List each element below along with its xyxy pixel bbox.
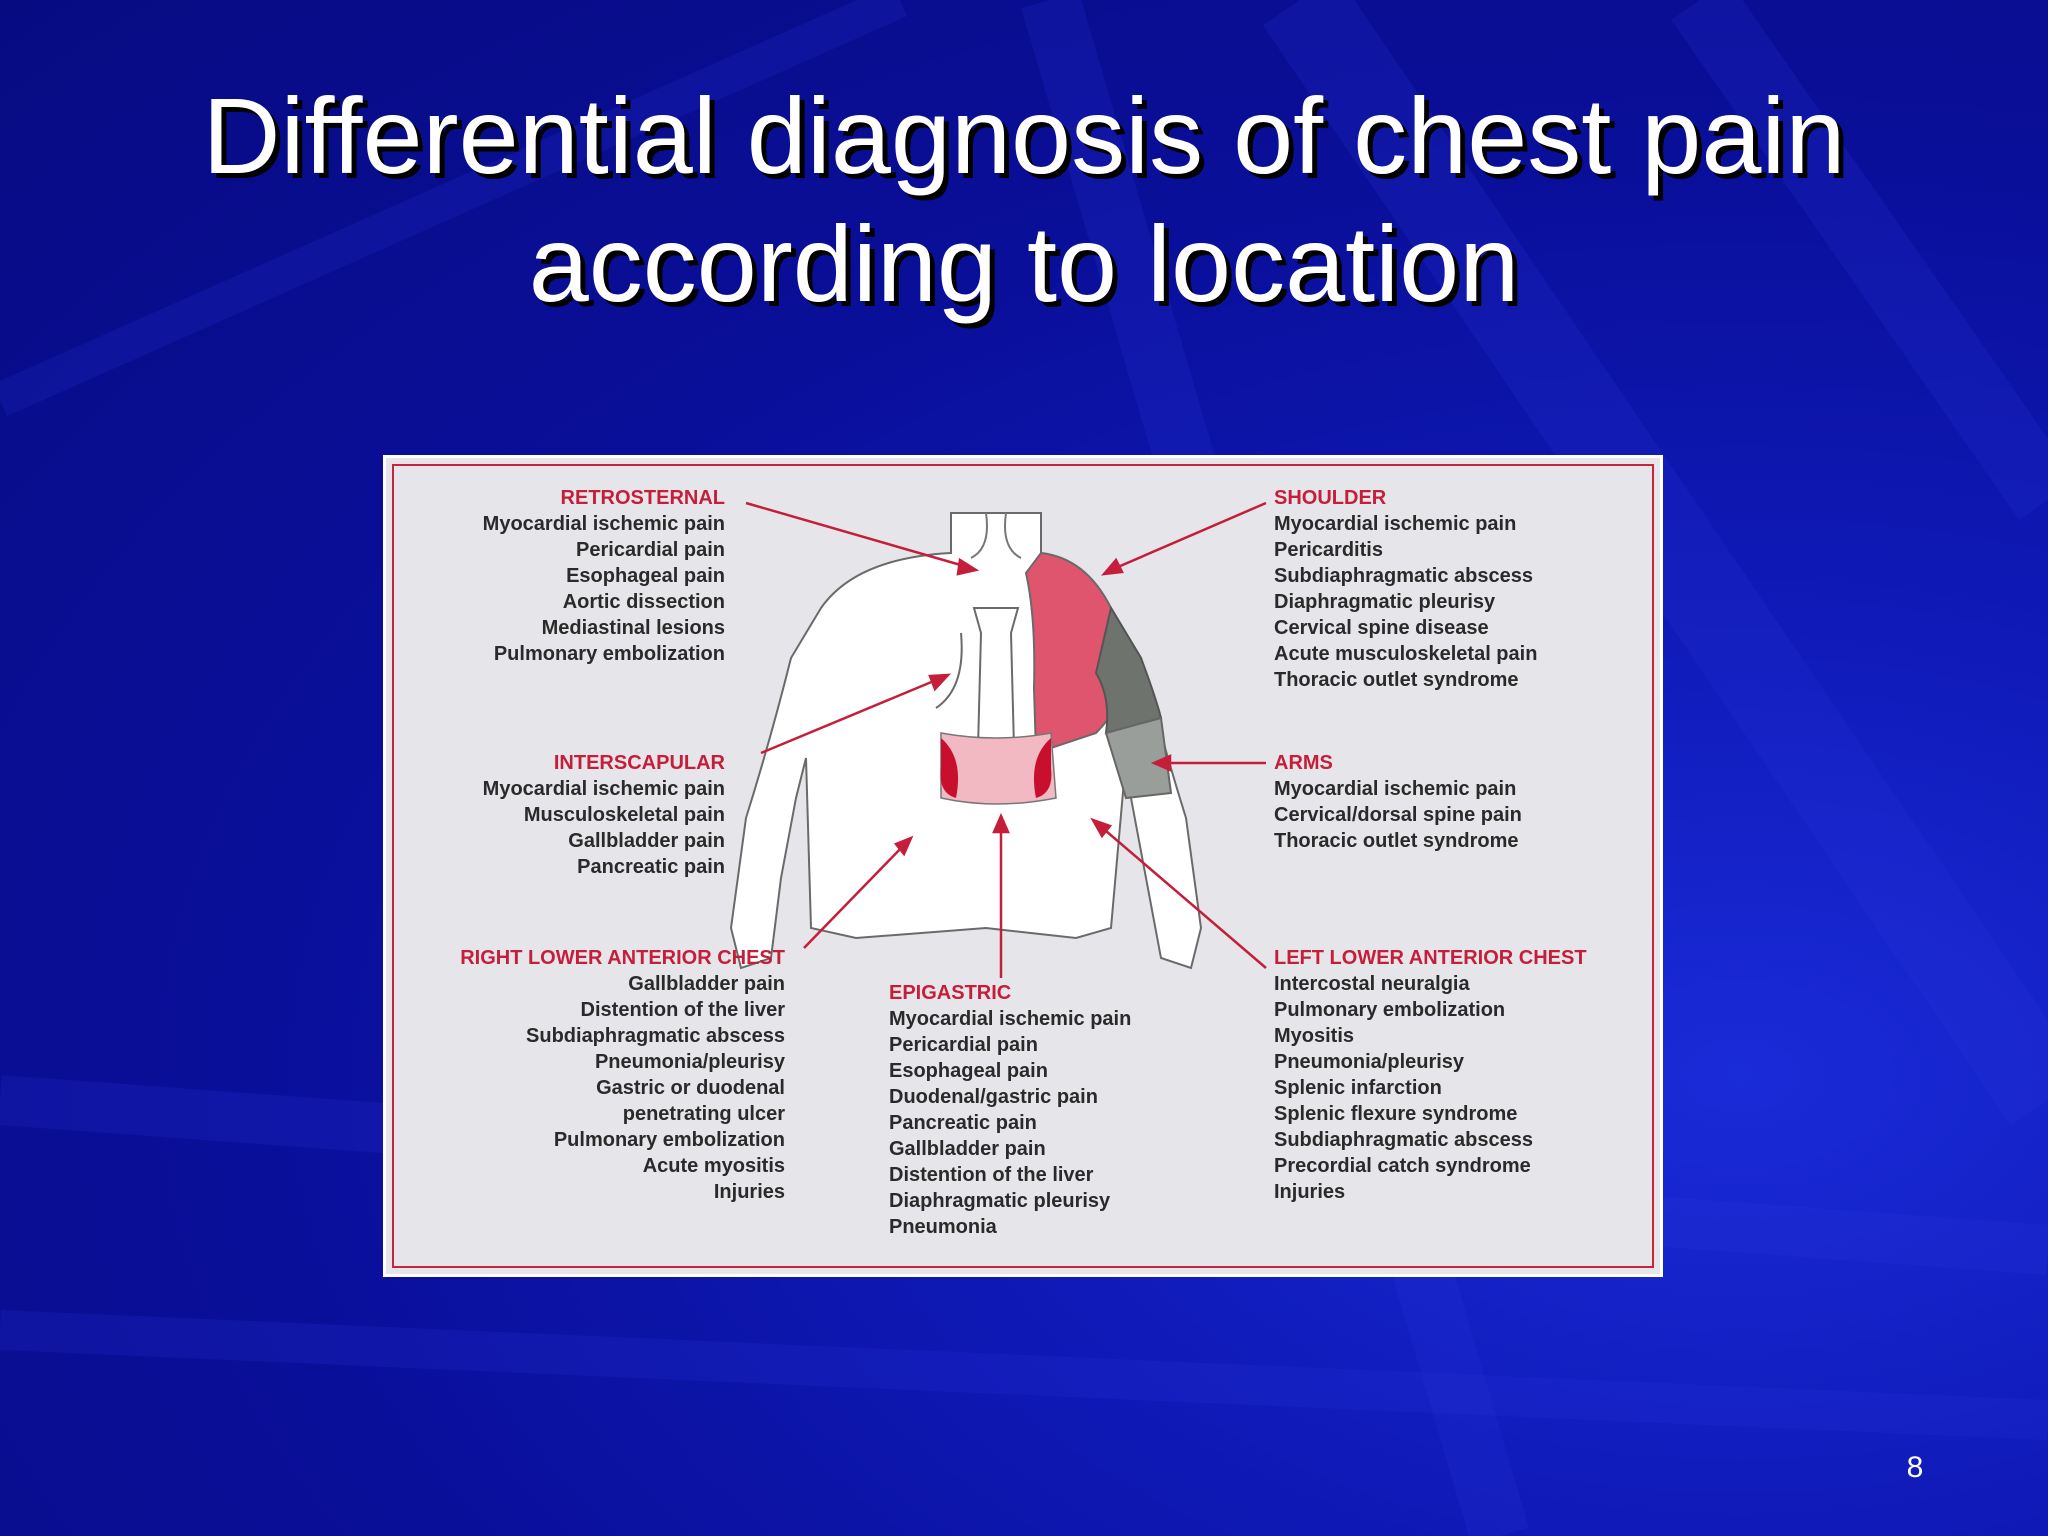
list-item: Pericarditis [1274, 539, 1383, 561]
epigastric-list: Myocardial ischemic pain Pericardial pai… [889, 1006, 1131, 1240]
list-item: Distention of the liver [889, 1164, 1094, 1186]
list-item: Pneumonia/pleurisy [594, 1051, 785, 1073]
slide-title: Differential diagnosis of chest pain acc… [0, 72, 2048, 328]
arm-lower-region [1104, 716, 1173, 800]
neck-lines [970, 512, 1022, 559]
interscapular-list: Myocardial ischemic pain Musculoskeletal… [483, 776, 725, 880]
list-item: Pneumonia/pleurisy [1274, 1051, 1465, 1073]
arrow-interscapular [760, 676, 942, 755]
list-item: Diaphragmatic pleurisy [1274, 591, 1496, 613]
list-item: Esophageal pain [566, 565, 725, 587]
list-item: Myocardial ischemic pain [889, 1008, 1132, 1030]
epigastric-left-mark [940, 738, 959, 798]
shoulder-group: SHOULDER Myocardial ischemic pain Perica… [1274, 485, 1537, 693]
list-item: Pancreatic pain [577, 856, 725, 878]
interscapular-group: INTERSCAPULAR Myocardial ischemic pain M… [483, 750, 725, 880]
arrow-right-lower [803, 842, 907, 949]
list-item: Mediastinal lesions [541, 617, 725, 639]
list-item: Distention of the liver [580, 999, 785, 1021]
list-item: Splenic infarction [1274, 1077, 1442, 1099]
list-item: Myocardial ischemic pain [1274, 778, 1517, 800]
slide-title-line-2: according to location [528, 203, 1520, 324]
list-item: Pulmonary embolization [1274, 999, 1506, 1021]
pectoral-line [935, 632, 963, 709]
list-item: Diaphragmatic pleurisy [889, 1190, 1111, 1212]
list-item: Intercostal neuralgia [1274, 973, 1470, 995]
list-item: Pericardial pain [889, 1034, 1038, 1056]
left-lower-heading: LEFT LOWER ANTERIOR CHEST [1274, 947, 1587, 969]
list-item: Myositis [1274, 1025, 1355, 1047]
list-item: Gastric or duodenal [596, 1077, 785, 1099]
left-lower-list: Intercostal neuralgia Pulmonary emboliza… [1274, 971, 1587, 1205]
shoulder-list: Myocardial ischemic pain Pericarditis Su… [1274, 511, 1537, 693]
page-number: 8 [1906, 1451, 1924, 1484]
list-item: Thoracic outlet syndrome [1274, 669, 1519, 691]
shoulder-heading: SHOULDER [1274, 487, 1387, 509]
arrow-left-lower [1098, 824, 1267, 969]
right-lower-list: Gallbladder pain Distention of the liver… [460, 971, 785, 1205]
list-item: Pulmonary embolization [553, 1129, 785, 1151]
arrow-shoulder [1110, 501, 1267, 572]
sternum [972, 607, 1020, 760]
left-lower-anterior-chest-group: LEFT LOWER ANTERIOR CHEST Intercostal ne… [1274, 945, 1587, 1205]
list-item: Duodenal/gastric pain [889, 1086, 1098, 1108]
arms-group: ARMS Myocardial ischemic pain Cervical/d… [1274, 750, 1522, 854]
retrosternal-group: RETROSTERNAL Myocardial ischemic pain Pe… [483, 485, 725, 667]
list-item: Thoracic outlet syndrome [1274, 830, 1519, 852]
pointer-arrows [745, 501, 1267, 978]
list-item: Acute myositis [642, 1155, 785, 1177]
slide-title-line-1: Differential diagnosis of chest pain [202, 75, 1846, 196]
list-item: Musculoskeletal pain [523, 804, 725, 826]
arms-heading: ARMS [1274, 752, 1333, 774]
list-item: Cervical/dorsal spine pain [1274, 804, 1522, 826]
list-item: Gallbladder pain [628, 973, 785, 995]
list-item: Cervical spine disease [1274, 617, 1489, 639]
list-item: Pneumonia [889, 1216, 997, 1238]
chest-pain-diagram-panel: RETROSTERNAL Myocardial ischemic pain Pe… [383, 455, 1663, 1277]
list-item: Myocardial ischemic pain [1274, 513, 1517, 535]
list-item: Acute musculoskeletal pain [1274, 643, 1538, 665]
list-item: Precordial catch syndrome [1274, 1155, 1531, 1177]
list-item: Subdiaphragmatic abscess [1274, 565, 1533, 587]
retrosternal-heading: RETROSTERNAL [560, 487, 725, 509]
list-item: Gallbladder pain [889, 1138, 1046, 1160]
list-item: Injuries [1274, 1181, 1346, 1203]
retrosternal-list: Myocardial ischemic pain Pericardial pai… [483, 511, 725, 667]
list-item: Pancreatic pain [889, 1112, 1037, 1134]
list-item: Pulmonary embolization [493, 643, 725, 665]
list-item: Injuries [713, 1181, 785, 1203]
arms-list: Myocardial ischemic pain Cervical/dorsal… [1274, 776, 1522, 854]
right-lower-heading: RIGHT LOWER ANTERIOR CHEST [460, 947, 785, 969]
list-item: Subdiaphragmatic abscess [1274, 1129, 1533, 1151]
right-lower-anterior-chest-group: RIGHT LOWER ANTERIOR CHEST Gallbladder p… [460, 945, 785, 1205]
list-item: Aortic dissection [562, 591, 725, 613]
epigastric-group: EPIGASTRIC Myocardial ischemic pain Peri… [889, 980, 1131, 1240]
list-item: Splenic flexure syndrome [1274, 1103, 1518, 1125]
epigastric-heading: EPIGASTRIC [889, 982, 1012, 1004]
torso-illustration [729, 501, 1267, 978]
list-item: Myocardial ischemic pain [482, 513, 725, 535]
panel-red-border [392, 464, 1654, 1268]
list-item: Esophageal pain [889, 1060, 1048, 1082]
arrow-retrosternal [745, 501, 972, 570]
interscapular-heading: INTERSCAPULAR [553, 752, 725, 774]
epigastric-right-mark [1033, 738, 1052, 798]
list-item: Myocardial ischemic pain [482, 778, 725, 800]
list-item: penetrating ulcer [622, 1103, 785, 1125]
list-item: Gallbladder pain [568, 830, 725, 852]
list-item: Subdiaphragmatic abscess [526, 1025, 785, 1047]
epigastric-region [940, 732, 1057, 805]
list-item: Pericardial pain [576, 539, 725, 561]
